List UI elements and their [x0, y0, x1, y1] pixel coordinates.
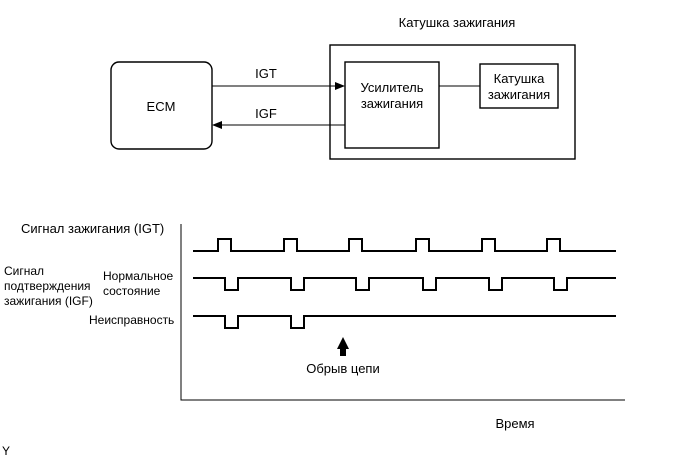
- time-axes: [180, 224, 625, 401]
- igf-fault-waveform: [193, 315, 616, 329]
- open-circuit-arrow-icon: [337, 337, 349, 349]
- ecm-label: ECM: [147, 99, 176, 114]
- igf-group-label-line2: подтверждения: [4, 279, 91, 293]
- coil-assembly-title: Катушка зажигания: [399, 15, 516, 30]
- igniter-box: [344, 61, 440, 149]
- igniter-label-line2: зажигания: [361, 96, 423, 111]
- fault-label: Неисправность: [89, 313, 174, 327]
- igf-normal-waveform: [193, 277, 616, 291]
- igt-waveform: [193, 238, 616, 252]
- normal-label-line1: Нормальное: [103, 269, 173, 283]
- igf-label: IGF: [255, 106, 277, 121]
- coil-label-line1: Катушка: [494, 71, 546, 86]
- corner-mark: Y: [2, 444, 10, 458]
- open-circuit-label: Обрыв цепи: [306, 361, 379, 376]
- ecm-box: [110, 61, 213, 150]
- time-axis-label: Время: [495, 416, 534, 431]
- coil-label-line2: зажигания: [488, 87, 550, 102]
- open-circuit-arrow-shaft: [340, 348, 346, 356]
- igniter-label-line1: Усилитель: [361, 80, 424, 95]
- coil-box: [479, 63, 559, 109]
- normal-label-line2: состояние: [103, 284, 161, 298]
- igf-group-label-line1: Сигнал: [4, 264, 44, 278]
- igt-label: IGT: [255, 66, 277, 81]
- igt-row-label: Сигнал зажигания (IGT): [21, 221, 164, 236]
- igf-group-label-line3: зажигания (IGF): [4, 294, 93, 308]
